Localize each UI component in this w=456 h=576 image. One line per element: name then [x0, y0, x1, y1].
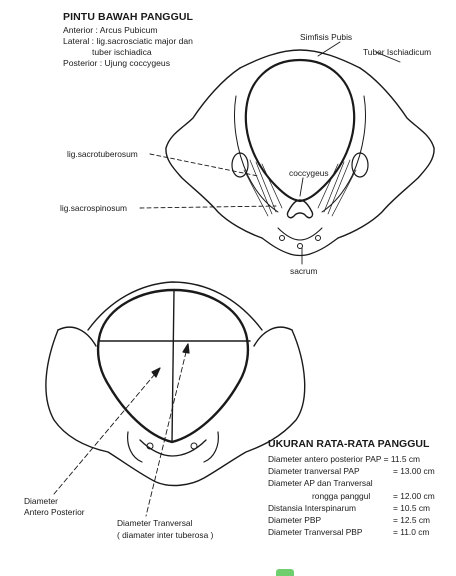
measurements-title: UKURAN RATA-RATA PANGGUL: [268, 438, 429, 450]
measurement-label: Diameter tranversal PAP: [268, 466, 360, 476]
measurement-label: Diameter AP dan Tranversal: [268, 478, 373, 488]
measurement-row: Diameter Tranversal PBP = 11.0 cm: [268, 527, 362, 537]
measurement-label: Diameter PBP: [268, 515, 321, 525]
bottom-tab-marker: [276, 569, 294, 576]
measurement-row: Distansia Interspinarum = 10.5 cm: [268, 503, 356, 513]
label-diameter-ap-line2: Antero Posterior: [24, 507, 85, 517]
label-lig-sacrotuberosum: lig.sacrotuberosum: [67, 149, 138, 159]
measurement-label: Diameter Tranversal PBP: [268, 527, 362, 537]
measurement-row: Diameter antero posterior PAP = 11.5 cm: [268, 454, 420, 464]
label-diameter-ap-line1: Diameter: [24, 496, 58, 506]
pelvic-inlet-drawing: [46, 282, 305, 516]
measurement-value: = 12.5 cm: [393, 515, 430, 525]
label-sacrum: sacrum: [290, 266, 317, 276]
label-coccygeus: coccygeus: [289, 168, 329, 178]
label-simfisis-pubis: Simfisis Pubis: [300, 32, 352, 42]
measurement-row: Diameter PBP = 12.5 cm: [268, 515, 321, 525]
measurement-label: Diameter antero posterior PAP = 11.5 cm: [268, 454, 420, 464]
measurement-row: Diameter tranversal PAP = 13.00 cm: [268, 466, 360, 476]
measurement-value: = 13.00 cm: [393, 466, 435, 476]
label-tuber-ischiadicum: Tuber Ischiadicum: [363, 47, 431, 57]
pelvic-outlet-drawing: [140, 42, 434, 264]
measurement-label: rongga panggul: [312, 491, 370, 501]
measurement-row: rongga panggul = 12.00 cm: [268, 491, 370, 501]
label-diameter-tr-line1: Diameter Tranversal: [117, 518, 192, 528]
label-diameter-tr-line2: ( diamater inter tuberosa ): [117, 530, 213, 540]
measurement-value: = 11.0 cm: [393, 527, 429, 537]
measurement-row: Diameter AP dan Tranversal: [268, 478, 373, 488]
measurement-value: = 10.5 cm: [393, 503, 430, 513]
measurement-label: Distansia Interspinarum: [268, 503, 356, 513]
label-lig-sacrospinosum: lig.sacrospinosum: [60, 203, 127, 213]
measurement-value: = 12.00 cm: [393, 491, 435, 501]
